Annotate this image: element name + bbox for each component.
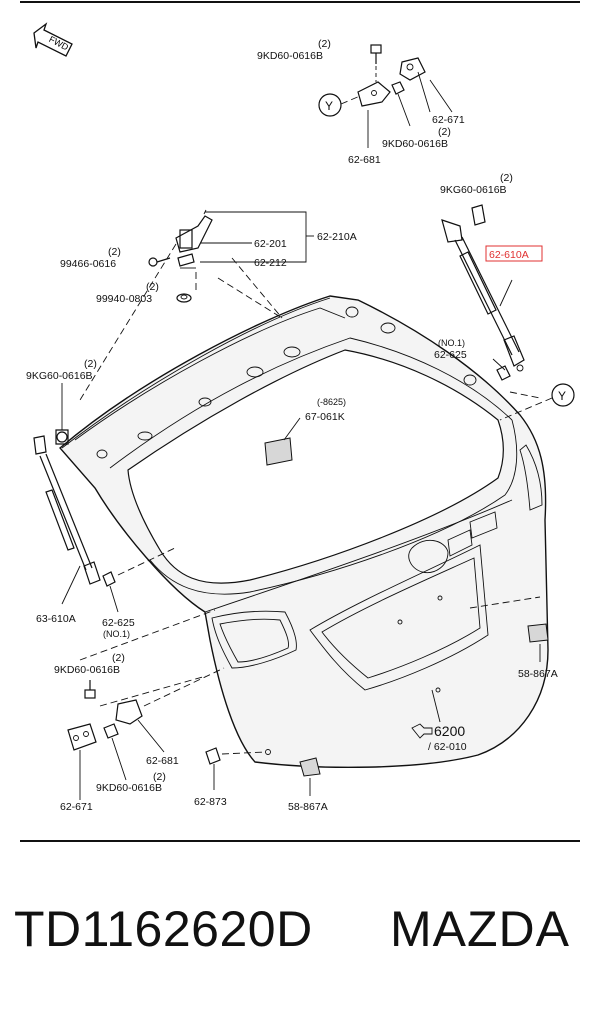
label-bolt-hinge-qty: (2) — [108, 246, 121, 258]
label-hinge-bracket-top: 62-681 — [348, 154, 381, 166]
detail-y-marker-top — [318, 93, 342, 117]
label-bolt-strut-qty: (2) — [500, 172, 513, 184]
label-ball-stud-left-note: (NO.1) — [103, 629, 130, 639]
label-bolt-strut: 9KG60-0616B — [440, 184, 507, 196]
label-strut-left: 63-610A — [36, 613, 76, 625]
striker-center-58-867A — [299, 757, 321, 796]
label-bolt-top2-qty: (2) — [438, 126, 451, 138]
upper-hinge-bolt — [370, 44, 382, 82]
label-plate — [264, 437, 293, 466]
label-date-note: (-8625) — [317, 397, 346, 407]
hinge-assy-62-210A — [175, 209, 213, 269]
bolt-bottom2 — [103, 723, 127, 781]
label-nut-hinge-qty: (2) — [146, 281, 159, 293]
label-ref-subsection: / 62-010 — [428, 741, 467, 753]
left-strut-63-610A — [33, 383, 101, 605]
brand-name: MAZDA — [390, 901, 570, 957]
label-bolt-top2: 9KD60-0616B — [382, 138, 448, 150]
label-bolt-bottom2-qty: (2) — [153, 771, 166, 783]
label-bolt-top: 9KD60-0616B — [257, 50, 323, 62]
label-bolt-bottom-qty: (2) — [112, 652, 125, 664]
label-nut-hinge: 99940-0803 — [96, 293, 152, 305]
label-ball-stud-left: 62-625 — [102, 617, 135, 629]
label-ball-stud-right: 62-625 — [434, 349, 467, 361]
label-strut-right: 62-610A — [489, 249, 529, 261]
label-bolt-left-strut-qty: (2) — [84, 358, 97, 370]
label-bracket-bottom: 62-681 — [146, 755, 179, 767]
reference-arrow-icon — [411, 723, 433, 739]
bolt-bottom — [84, 680, 96, 699]
label-bolt-left-strut: 9KG60-0616B — [26, 370, 93, 382]
label-bolt-bottom2: 9KD60-0616B — [96, 782, 162, 794]
liftgate-exploded-diagram: FWD — [20, 1, 580, 842]
label-bolt-top-qty: (2) — [318, 38, 331, 50]
rear-glass — [127, 349, 504, 584]
bolt-99466 — [148, 257, 171, 267]
ball-stud-right — [492, 358, 511, 381]
label-ref-section: 6200 — [434, 723, 465, 739]
ball-stud-left — [102, 571, 119, 613]
label-hinge-assy: 62-210A — [317, 231, 357, 243]
nut-99940 — [176, 293, 192, 303]
label-hinge-washer: 62-212 — [254, 257, 287, 269]
liftgate-panel — [59, 295, 549, 769]
label-bolt-hinge: 99466-0616 — [60, 258, 116, 270]
hinge-bracket-bottom — [115, 699, 165, 753]
caption: TD1162620D MAZDA — [0, 900, 600, 970]
highlight-box-62-610A — [485, 245, 543, 262]
bumper-stop-62-873 — [205, 747, 221, 790]
right-strut-62-610A — [441, 204, 525, 372]
label-striker-center: 58-867A — [288, 801, 328, 813]
hinge-62-671-bottom — [67, 723, 97, 800]
detail-y-text-right: Y — [558, 389, 566, 403]
hinge-bracket-top — [357, 81, 391, 107]
detail-y-text-top: Y — [325, 99, 333, 113]
label-hinge-bottom: 62-671 — [60, 801, 93, 813]
bolt-top2 — [391, 81, 411, 127]
label-bolt-bottom: 9KD60-0616B — [54, 664, 120, 676]
label-hinge-top: 62-671 — [432, 114, 465, 126]
label-label-plate: 67-061K — [305, 411, 345, 423]
striker-right-58-867A — [527, 623, 549, 662]
label-striker-right: 58-867A — [518, 668, 558, 680]
label-bumper-stop: 62-873 — [194, 796, 227, 808]
label-hinge-pin: 62-201 — [254, 238, 287, 250]
label-ball-stud-right-note: (NO.1) — [438, 338, 465, 348]
detail-y-marker-right — [551, 383, 575, 407]
part-number: TD1162620D — [14, 901, 313, 957]
hinge-62-671-top — [399, 57, 431, 113]
forward-direction-arrow-icon: FWD — [33, 22, 73, 57]
